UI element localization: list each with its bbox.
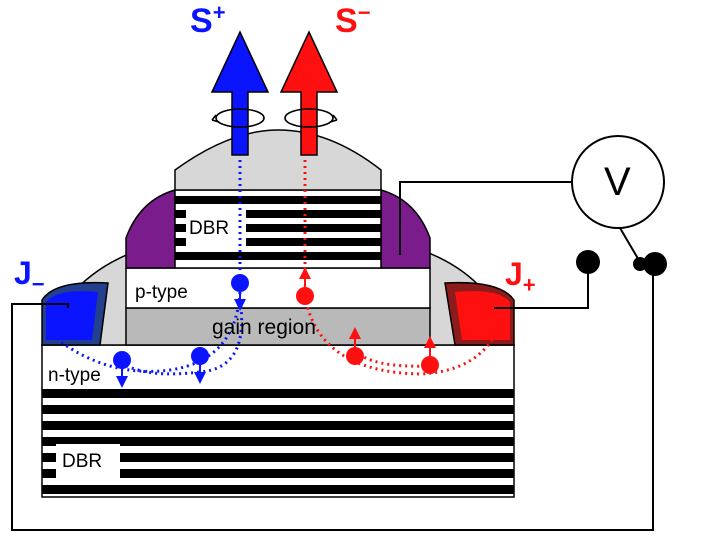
electron-spin-icon xyxy=(296,267,314,305)
rotation-icon xyxy=(211,108,265,128)
bottom-dbr-label: DBR xyxy=(62,451,103,472)
terminal-icon xyxy=(633,257,647,271)
top-dbr-label: DBR xyxy=(189,218,230,239)
gain-region-label: gain region xyxy=(212,316,316,339)
terminal-icon xyxy=(643,252,667,276)
electron-spin-icon xyxy=(231,274,249,311)
electron-spin-icon xyxy=(346,327,364,365)
contact-right xyxy=(444,281,515,346)
p-type-label: p-type xyxy=(135,282,188,303)
voltmeter-icon xyxy=(571,135,665,229)
contact-left xyxy=(41,281,109,346)
gain-region xyxy=(125,307,431,346)
top-dbr xyxy=(174,189,382,269)
p-type-layer xyxy=(125,267,431,309)
top-cap xyxy=(174,129,382,191)
bottom-dbr xyxy=(41,344,515,498)
voltmeter-label: V xyxy=(604,160,631,204)
spin-up-label: S+ xyxy=(190,0,226,40)
contact-cap-left xyxy=(125,189,176,269)
spin-down-carrier-paths xyxy=(303,160,494,376)
terminal-icon xyxy=(576,250,600,274)
contact-left-label: J− xyxy=(14,255,45,297)
electron-spin-icon xyxy=(191,347,209,384)
n-type-label: n-type xyxy=(48,365,101,386)
electron-spin-icon xyxy=(113,351,131,388)
contact-right-label: J+ xyxy=(505,256,536,298)
rotation-icon xyxy=(284,108,338,128)
spin-up-arrow-icon xyxy=(210,30,270,156)
spin-down-label: S− xyxy=(335,0,371,40)
spin-up-carrier-paths xyxy=(57,160,244,376)
electron-spin-icon xyxy=(421,336,439,374)
spin-down-arrow-icon xyxy=(279,30,339,156)
contact-cap-right xyxy=(380,189,431,269)
circuit-wires xyxy=(11,181,654,531)
